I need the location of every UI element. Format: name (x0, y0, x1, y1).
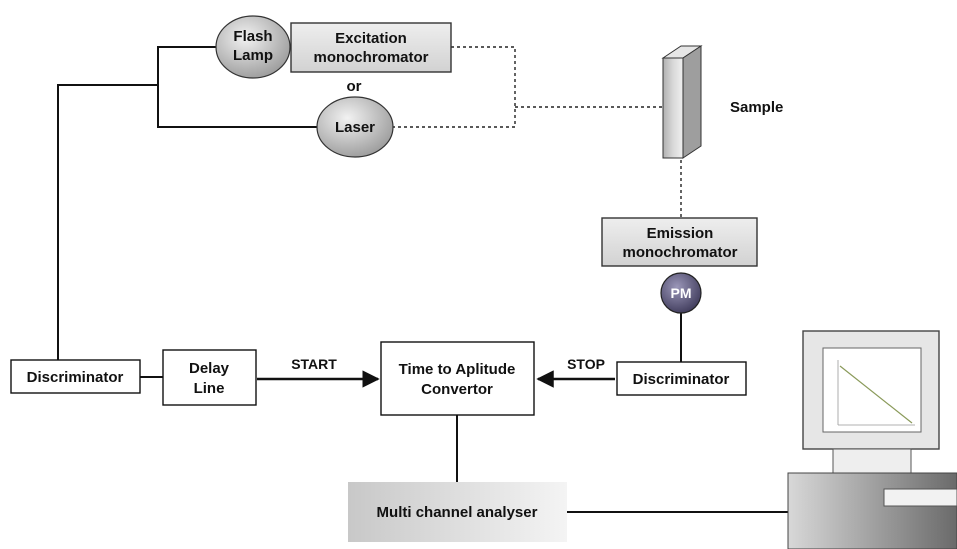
discriminator-right-label: Discriminator (633, 371, 730, 388)
emission-label-2: monochromator (622, 244, 737, 261)
discriminator-right: Discriminator (616, 361, 747, 396)
laser-label: Laser (335, 119, 375, 136)
sample-cuvette (661, 45, 703, 159)
computer-monitor-icon (787, 330, 957, 549)
delay-line-label-1: Delay (189, 360, 230, 377)
start-label: START (291, 356, 337, 372)
optical-paths (393, 46, 682, 218)
emission-label-1: Emission (647, 225, 714, 242)
excitation-label-1: Excitation (335, 30, 407, 47)
emission-monochromator: Emission monochromator (601, 217, 758, 267)
delay-line-label-2: Line (194, 380, 225, 397)
connector-branch-to-laser (157, 85, 318, 128)
delay-line: Delay Line (162, 349, 257, 406)
discriminator-left: Discriminator (10, 359, 141, 394)
flash-lamp: Flash Lamp (215, 15, 291, 79)
or-label: or (347, 78, 362, 95)
optical-path-excitation (393, 46, 516, 128)
connector-branch-to-flash-lamp (157, 46, 216, 85)
tac-label-1: Time to Aplitude (399, 361, 516, 378)
laser: Laser (316, 96, 394, 158)
connector-discriminator-to-branch (57, 84, 158, 360)
excitation-monochromator: Excitation monochromator (290, 22, 452, 73)
mca-label: Multi channel analyser (377, 504, 538, 521)
flash-lamp-label-1: Flash (233, 28, 272, 45)
time-to-amplitude-convertor: Time to Aplitude Convertor (380, 341, 535, 416)
flash-lamp-label-2: Lamp (233, 47, 273, 64)
excitation-label-2: monochromator (313, 49, 428, 66)
photomultiplier: PM (660, 272, 702, 314)
screen-decay-plot (837, 360, 915, 426)
multi-channel-analyser: Multi channel analyser (348, 482, 567, 542)
pm-label: PM (671, 285, 692, 301)
discriminator-left-label: Discriminator (27, 369, 124, 386)
tac-label-2: Convertor (421, 381, 493, 398)
sample-label: Sample (730, 99, 783, 116)
solid-connectors (57, 46, 790, 513)
stop-label: STOP (567, 356, 605, 372)
